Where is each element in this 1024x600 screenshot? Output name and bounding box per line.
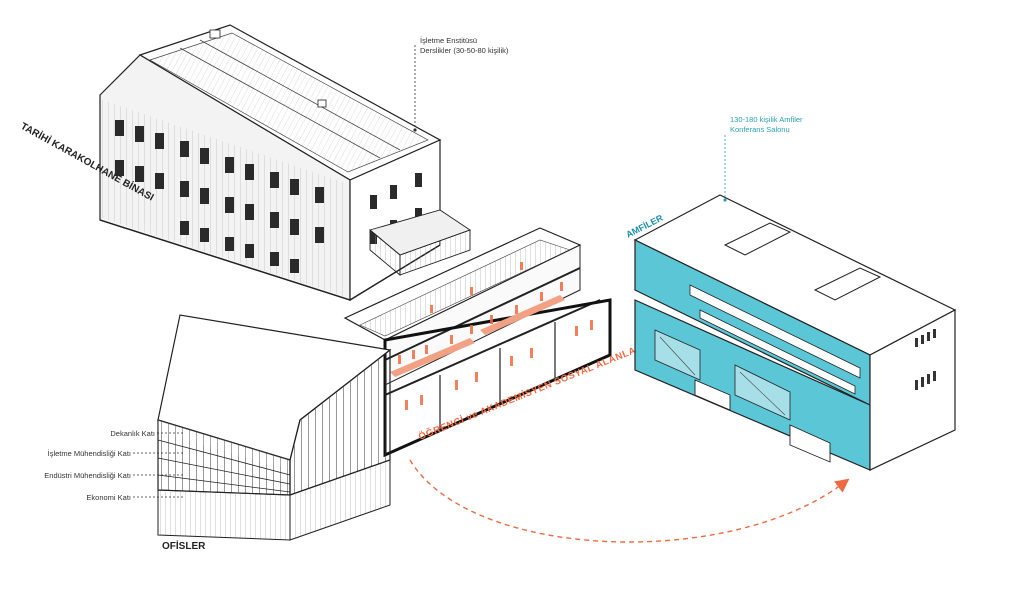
glass-bridge xyxy=(369,209,471,276)
isletme-label-line1: İşletme Enstitüsü xyxy=(420,36,477,45)
historic-building xyxy=(99,24,442,302)
amfi-label-line1: 130-180 kişilik Amfiler xyxy=(730,115,803,124)
annotation-isletme: İşletme Enstitüsü Derslikler (30-50-80 k… xyxy=(413,36,509,132)
amfi-label-line2: Konferans Salonu xyxy=(730,125,790,134)
floor-labels: Dekanlık Katı İşletme Mühendisliği Katı … xyxy=(44,429,185,502)
offices-block xyxy=(157,314,392,541)
isletme-label-line2: Derslikler (30-50-80 kişilik) xyxy=(420,46,509,55)
floor-label-dekanlik: Dekanlık Katı xyxy=(110,429,155,438)
ofisler-title: OFİSLER xyxy=(162,539,206,552)
arrow-right-icon xyxy=(409,459,850,543)
floor-label-ekonomi: Ekonomi Katı xyxy=(86,493,131,502)
floor-label-endustri: Endüstri Mühendisliği Katı xyxy=(44,471,131,480)
floor-label-isletme: İşletme Mühendisliği Katı xyxy=(48,449,131,458)
historic-windows xyxy=(115,120,324,273)
people-figures xyxy=(398,262,593,410)
amfi-block xyxy=(633,194,957,471)
annotation-amfi: 130-180 kişilik Amfiler Konferans Salonu xyxy=(723,115,803,202)
